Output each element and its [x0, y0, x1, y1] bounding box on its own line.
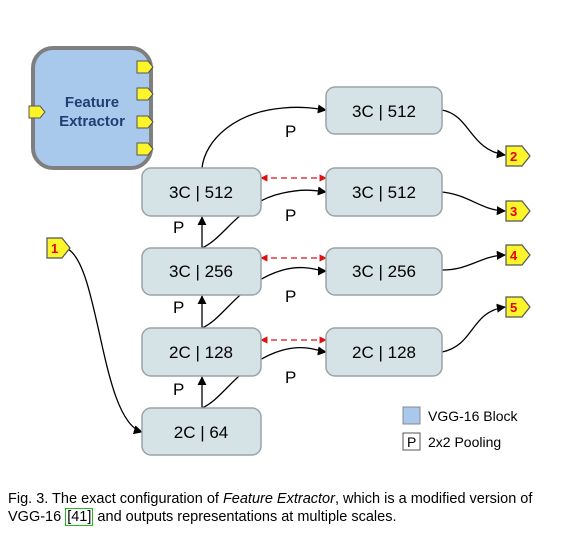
- vgg-block-b4: 3C | 512: [141, 167, 262, 217]
- block-label: 2C | 128: [352, 343, 416, 362]
- extractor-output-port-icon: [136, 115, 154, 129]
- pool-label: P: [173, 380, 184, 399]
- pool-label: P: [285, 287, 296, 306]
- vgg-block-r5: 3C | 512: [325, 86, 443, 135]
- output-port-4: 4: [505, 244, 531, 266]
- legend-vgg-label: VGG-16 Block: [428, 408, 518, 424]
- port-number: 3: [510, 204, 517, 219]
- vgg-block-b1: 2C | 64: [141, 407, 262, 456]
- edge-r4-to-output3: [441, 191, 506, 216]
- port-number: 4: [510, 248, 518, 263]
- pool-edge-b1-r2: [201, 346, 327, 409]
- output-port-3: 3: [505, 200, 531, 222]
- caption-text: Fig. 3. The exact configuration of: [8, 491, 223, 507]
- block-label: 2C | 64: [174, 423, 229, 442]
- port-number: 2: [510, 149, 517, 164]
- output-port-2: 2: [505, 145, 531, 167]
- block-label: 3C | 256: [169, 262, 233, 281]
- vgg-block-r3: 3C | 256: [325, 247, 443, 296]
- caption-text: , which is a modified version of VGG-16: [8, 491, 533, 525]
- block-label: 3C | 256: [352, 262, 416, 281]
- legend: VGG-16 Block P 2x2 Pooling: [402, 406, 518, 451]
- block-label: 3C | 512: [352, 183, 416, 202]
- pool-label: P: [173, 218, 184, 237]
- vgg-block-b3: 3C | 256: [141, 247, 262, 296]
- caption-emphasis: Feature Extractor: [222, 491, 335, 507]
- extractor-output-port-icon: [136, 87, 154, 101]
- pool-label: P: [173, 298, 184, 317]
- caption-text: and outputs representations at multiple …: [93, 509, 397, 525]
- port-number: 5: [510, 300, 517, 315]
- edge-input-to-block1: [65, 247, 143, 435]
- extractor-title-line1: Feature: [65, 94, 119, 111]
- vgg-block-r4: 3C | 512: [325, 167, 443, 217]
- pool-edge-b2-r3: [201, 266, 327, 329]
- citation-link[interactable]: [41]: [65, 508, 94, 526]
- vgg-block-b2: 2C | 128: [141, 327, 262, 377]
- extractor-title-line2: Extractor: [59, 113, 125, 130]
- legend-pool-symbol: P: [407, 434, 416, 450]
- block-label: 3C | 512: [352, 102, 416, 121]
- port-number: 1: [51, 241, 58, 256]
- pool-edge-b3-r4: [201, 186, 327, 249]
- legend-pool-label: 2x2 Pooling: [428, 434, 501, 450]
- figure-caption: Fig. 3. The exact configuration of Featu…: [8, 490, 568, 526]
- extractor-output-port-icon: [136, 142, 154, 156]
- pool-edge-b4-r5: [201, 104, 327, 169]
- extractor-input-port-icon: [28, 105, 46, 119]
- input-port-1: 1: [46, 237, 71, 259]
- edge-r2-to-output5: [441, 303, 506, 353]
- pool-label: P: [285, 206, 296, 225]
- edge-r5-to-output2: [441, 109, 506, 159]
- edge-r3-to-output4: [441, 250, 506, 271]
- output-port-5: 5: [505, 296, 531, 318]
- block-label: 2C | 128: [169, 343, 233, 362]
- legend-vgg-swatch: [402, 406, 421, 425]
- pool-label: P: [285, 122, 296, 141]
- extractor-output-port-icon: [136, 60, 154, 74]
- block-label: 3C | 512: [169, 183, 233, 202]
- pool-label: P: [285, 368, 296, 387]
- feature-extractor-box: Feature Extractor: [28, 46, 154, 170]
- legend-pool-swatch: [402, 432, 421, 451]
- vgg-block-r2: 2C | 128: [325, 327, 443, 377]
